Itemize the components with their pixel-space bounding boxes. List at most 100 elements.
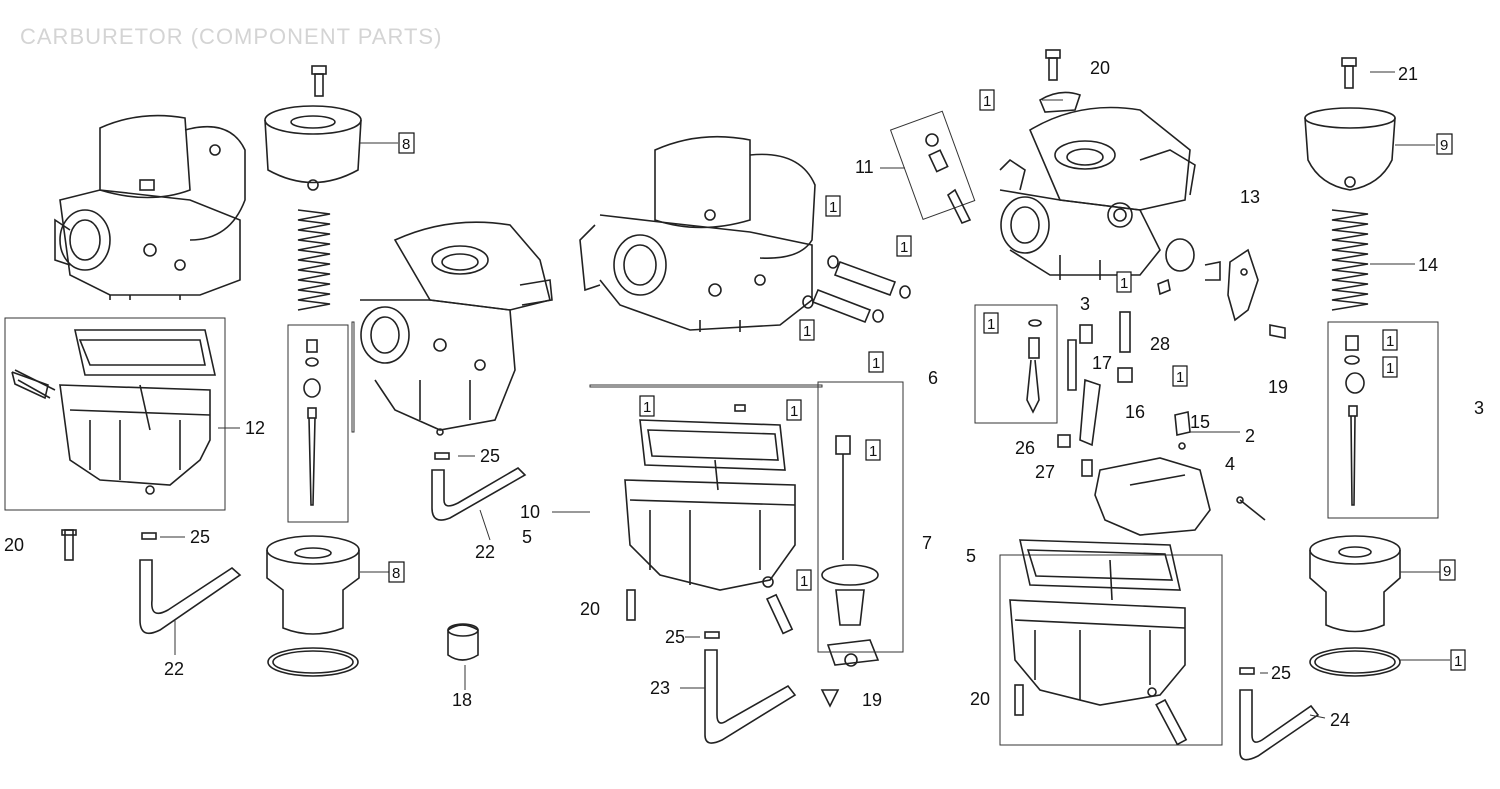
jet-needle-left xyxy=(303,339,321,506)
ref-box-8-top xyxy=(398,132,415,154)
callout-4: 4 xyxy=(1225,454,1235,474)
callout-3: 3 xyxy=(1474,398,1484,418)
assembly-box-6 xyxy=(974,304,1058,424)
callout-11: 11 xyxy=(855,157,874,177)
float-bowl-right xyxy=(1009,539,1186,706)
ref-box-1 xyxy=(639,395,655,417)
ref-box-1 xyxy=(983,312,999,334)
callout-25: 25 xyxy=(1271,663,1291,683)
callout-24: 24 xyxy=(1330,710,1350,730)
ref-box-1 xyxy=(1116,271,1132,293)
callout-1: 1 xyxy=(869,443,877,460)
callout-5: 5 xyxy=(522,527,532,547)
callout-22: 22 xyxy=(475,542,495,562)
ref-box-9-top xyxy=(1436,133,1453,155)
float-valve-7 xyxy=(820,435,880,708)
ref-box-1 xyxy=(1450,649,1466,671)
overflow-tube-24 xyxy=(1239,689,1320,761)
callout-1: 1 xyxy=(1386,333,1394,350)
ref-box-1 xyxy=(786,399,802,421)
callout-9-bottom: 9 xyxy=(1443,563,1451,580)
callout-20: 20 xyxy=(1090,58,1110,78)
assembly-box-11 xyxy=(889,110,976,220)
carburetor-body-center xyxy=(579,135,816,332)
adjust-screw-right xyxy=(1147,687,1188,746)
callout-25: 25 xyxy=(480,446,500,466)
bracket-top xyxy=(1038,91,1082,113)
ref-box-1 xyxy=(1172,365,1188,387)
drain-screw-left xyxy=(61,529,77,561)
top-cap-9 xyxy=(1304,107,1396,191)
callout-1: 1 xyxy=(829,199,837,216)
overflow-tube-left xyxy=(139,559,242,635)
callout-1: 1 xyxy=(900,239,908,256)
screw-top-20 xyxy=(1045,49,1061,81)
callout-6: 6 xyxy=(928,368,938,388)
connecting-pipe-lower xyxy=(802,288,884,324)
drain-screw-right xyxy=(1014,684,1024,716)
callout-19: 19 xyxy=(862,690,882,710)
overflow-tube-23 xyxy=(704,649,797,744)
vacuum-piston-9 xyxy=(1309,535,1401,677)
callout-3: 3 xyxy=(1080,294,1090,314)
drain-screw-center xyxy=(626,589,636,621)
callout-8-bottom: 8 xyxy=(392,565,400,582)
callout-19: 19 xyxy=(1268,377,1288,397)
ref-box-1 xyxy=(1382,356,1398,378)
callout-26: 26 xyxy=(1015,438,1035,458)
connecting-pipe-upper xyxy=(827,255,911,299)
screw-top-8 xyxy=(311,65,327,97)
carburetor-body-center-left xyxy=(360,221,553,436)
callout-27: 27 xyxy=(1035,462,1055,482)
ref-box-1 xyxy=(865,439,881,461)
needle-box-left xyxy=(287,324,349,523)
callout-7: 7 xyxy=(922,533,932,553)
callout-10: 10 xyxy=(520,502,540,522)
callout-1: 1 xyxy=(643,399,651,416)
callout-15: 15 xyxy=(1190,412,1210,432)
callout-13: 13 xyxy=(1240,187,1260,207)
ref-box-1 xyxy=(896,235,912,257)
callout-1: 1 xyxy=(1176,369,1184,386)
ref-box-1 xyxy=(825,195,841,217)
callout-5: 5 xyxy=(966,546,976,566)
screw-top-21 xyxy=(1341,57,1357,89)
vacuum-piston-8 xyxy=(266,535,360,677)
clip-center xyxy=(704,631,720,639)
callout-1: 1 xyxy=(1454,653,1462,670)
callout-12: 12 xyxy=(245,418,265,438)
needle-jet-6 xyxy=(1026,319,1042,414)
callout-1: 1 xyxy=(872,355,880,372)
callout-9-top: 9 xyxy=(1440,137,1448,154)
callout-20: 20 xyxy=(4,535,24,555)
callout-20: 20 xyxy=(970,689,990,709)
spring-left xyxy=(297,209,331,311)
float-bowl-center xyxy=(624,404,796,591)
callout-25: 25 xyxy=(665,627,685,647)
callout-21: 21 xyxy=(1398,64,1418,84)
clip-left xyxy=(141,532,157,540)
callout-25: 25 xyxy=(190,527,210,547)
callout-28: 28 xyxy=(1150,334,1170,354)
overflow-tube-center-left xyxy=(431,466,527,521)
callout-16: 16 xyxy=(1125,402,1145,422)
ref-box-1 xyxy=(796,569,812,591)
ref-box-1 xyxy=(868,351,884,373)
callout-17: 17 xyxy=(1092,353,1112,373)
float-bowl-left xyxy=(11,329,216,495)
callout-2: 2 xyxy=(1245,426,1255,446)
cap-18 xyxy=(447,623,479,661)
assembly-box-7 xyxy=(817,381,904,653)
ref-box-1 xyxy=(979,89,995,111)
spring-14 xyxy=(1331,209,1369,311)
carburetor-body-left xyxy=(54,114,246,300)
carburetor-body-right xyxy=(999,106,1196,280)
callout-22: 22 xyxy=(164,659,184,679)
callout-labels: 20 25 22 12 8 8 25 22 18 10 5 11 1 1 1 1… xyxy=(4,58,1484,730)
leader-lines xyxy=(160,71,1450,719)
assembly-box-10 xyxy=(589,384,823,388)
callout-8-top: 8 xyxy=(402,136,410,153)
needle-box-3 xyxy=(1327,321,1439,519)
ref-box-9-bottom xyxy=(1439,559,1456,581)
